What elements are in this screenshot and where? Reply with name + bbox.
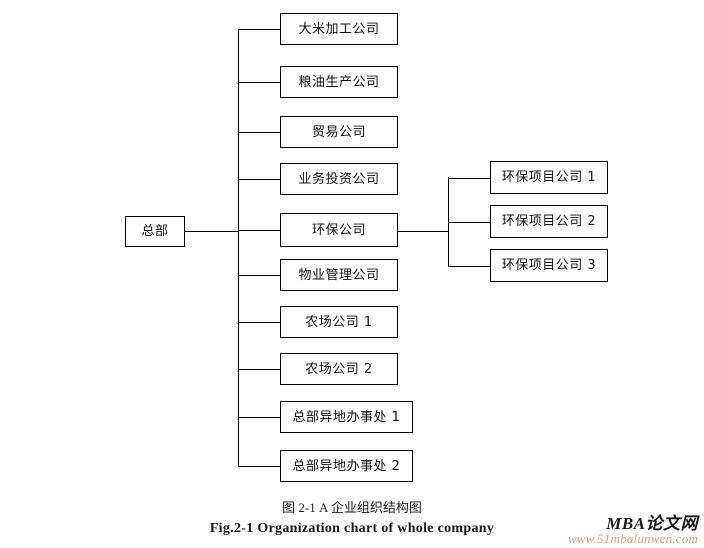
- connector-project-stub-3: [448, 266, 490, 267]
- node-label: 业务投资公司: [298, 171, 380, 187]
- connector-division-stub-4: [238, 179, 280, 180]
- node-label: 环保项目公司 2: [501, 214, 597, 229]
- node-division-10[interactable]: 总部异地办事处 2: [280, 450, 413, 482]
- node-division-6[interactable]: 物业管理公司: [280, 259, 398, 291]
- connector-division-stub-5: [238, 230, 280, 231]
- figure-caption-chinese: 图 2-1 A 企业组织结构图: [282, 500, 422, 515]
- watermark-brand: MBA论文网: [606, 513, 698, 533]
- connector-division-stub-2: [238, 82, 280, 83]
- node-project-2[interactable]: 环保项目公司 2: [490, 205, 608, 238]
- node-label: 大米加工公司: [298, 21, 380, 37]
- node-project-1[interactable]: 环保项目公司 1: [490, 161, 608, 194]
- node-label: 环保项目公司 1: [501, 170, 597, 185]
- node-label: 农场公司 1: [305, 314, 373, 330]
- node-label: 总部异地办事处 1: [292, 409, 401, 425]
- connector-root-stub: [185, 231, 238, 232]
- node-division-9[interactable]: 总部异地办事处 1: [280, 401, 413, 433]
- node-division-2[interactable]: 粮油生产公司: [280, 66, 398, 98]
- connector-project-stub-2: [448, 222, 490, 223]
- node-label: 总部: [141, 224, 169, 239]
- node-division-1[interactable]: 大米加工公司: [280, 13, 398, 45]
- connector-trunk-left: [238, 29, 239, 467]
- connector-trunk-right: [448, 177, 449, 266]
- connector-division-stub-1: [238, 29, 280, 30]
- node-project-3[interactable]: 环保项目公司 3: [490, 249, 608, 282]
- node-division-8[interactable]: 农场公司 2: [280, 353, 398, 385]
- node-root-headquarters[interactable]: 总部: [125, 216, 185, 247]
- node-label: 粮油生产公司: [298, 74, 380, 90]
- node-division-4[interactable]: 业务投资公司: [280, 163, 398, 195]
- connector-division-stub-6: [238, 275, 280, 276]
- connector-division-stub-3: [238, 132, 280, 133]
- watermark: MBA论文网 www.51mbalunwen.com: [568, 513, 698, 547]
- watermark-url: www.51mbalunwen.com: [568, 531, 698, 547]
- node-label: 贸易公司: [311, 124, 366, 140]
- node-division-5[interactable]: 环保公司: [280, 213, 398, 247]
- node-label: 环保公司: [311, 222, 366, 238]
- node-division-3[interactable]: 贸易公司: [280, 116, 398, 148]
- node-division-7[interactable]: 农场公司 1: [280, 306, 398, 338]
- connector-division-stub-9: [238, 417, 280, 418]
- node-label: 物业管理公司: [298, 267, 380, 283]
- connector-division-stub-8: [238, 369, 280, 370]
- connector-division-stub-7: [238, 322, 280, 323]
- figure-caption-english: Fig.2-1 Organization chart of whole comp…: [209, 521, 495, 536]
- node-label: 农场公司 2: [305, 361, 373, 377]
- node-label: 总部异地办事处 2: [292, 458, 401, 474]
- node-label: 环保项目公司 3: [501, 258, 597, 273]
- connector-division-stub-10: [238, 466, 280, 467]
- connector-parent-stub: [398, 231, 448, 232]
- connector-project-stub-1: [448, 178, 490, 179]
